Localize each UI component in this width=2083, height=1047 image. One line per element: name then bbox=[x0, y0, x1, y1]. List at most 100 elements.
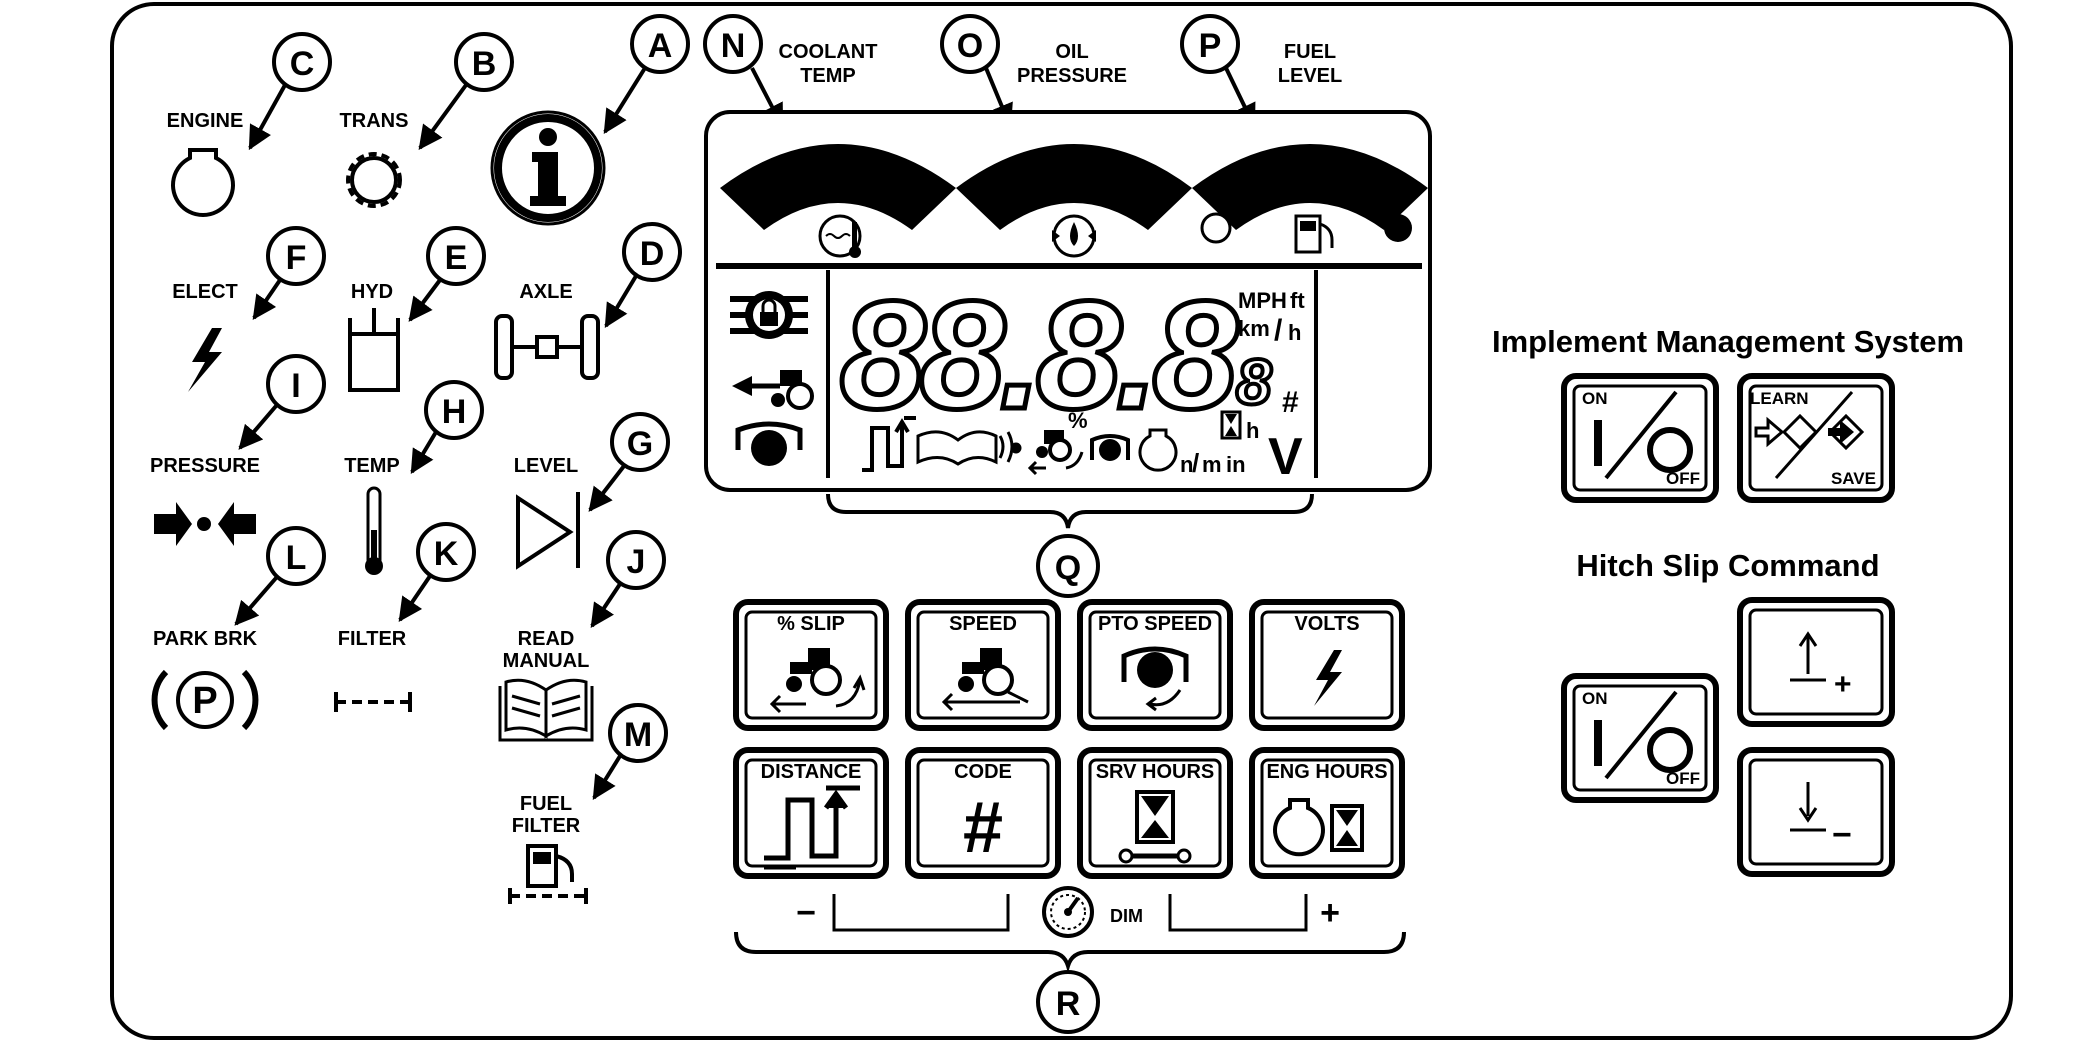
tractor-speed-icon bbox=[941, 648, 1029, 712]
callout-k: K bbox=[434, 535, 459, 573]
hyd-indicator: E HYD bbox=[348, 226, 486, 392]
tractor-reverse-icon bbox=[732, 370, 814, 410]
radar-lcd-icon bbox=[998, 431, 1022, 463]
engine-label: ENGINE bbox=[167, 110, 244, 132]
distance-button[interactable]: DISTANCE bbox=[733, 747, 889, 879]
park-brk-label: PARK BRK bbox=[153, 628, 258, 650]
slip-button[interactable]: % SLIP bbox=[733, 599, 889, 731]
on-bar-icon bbox=[1594, 720, 1602, 766]
unit-slash: / bbox=[1274, 314, 1283, 347]
engine-icon bbox=[171, 148, 235, 218]
code-label: CODE bbox=[954, 761, 1012, 783]
distance-label: DISTANCE bbox=[761, 761, 862, 783]
hitch-lower-button[interactable]: − bbox=[1737, 747, 1895, 877]
learn-label: LEARN bbox=[1750, 389, 1809, 408]
callout-h: H bbox=[442, 393, 467, 431]
gauge-callout-o: O OIL PRESSURE bbox=[940, 14, 1127, 129]
hitch-raise-button[interactable]: + bbox=[1737, 597, 1895, 727]
info-indicator: A bbox=[490, 14, 690, 226]
percent-symbol: % bbox=[1068, 408, 1088, 433]
dim-minus: − bbox=[796, 894, 816, 932]
lightning-icon bbox=[188, 328, 222, 392]
engine-indicator: C ENGINE bbox=[167, 32, 332, 218]
callout-r: R bbox=[1056, 985, 1081, 1023]
callout-l: L bbox=[286, 539, 307, 577]
manual-label: MANUAL bbox=[503, 650, 590, 672]
coolant-label-2: TEMP bbox=[800, 65, 856, 87]
callout-a: A bbox=[648, 27, 673, 65]
pto-speed-button[interactable]: PTO SPEED bbox=[1077, 599, 1233, 731]
lightning-icon bbox=[1314, 650, 1342, 706]
ims-title: Implement Management System bbox=[1492, 324, 1964, 359]
volts-button[interactable]: VOLTS bbox=[1249, 599, 1405, 731]
hyd-label: HYD bbox=[351, 281, 393, 303]
hitch-on-off-button[interactable]: ON OFF bbox=[1561, 673, 1719, 803]
svg-text:P: P bbox=[192, 680, 217, 722]
speed-button[interactable]: SPEED bbox=[905, 599, 1061, 731]
unit-km: km bbox=[1238, 316, 1270, 341]
srv-hours-button[interactable]: SRV HOURS bbox=[1077, 747, 1233, 879]
oil-pressure-gauge bbox=[956, 144, 1192, 258]
dim-control[interactable]: − DIM + bbox=[796, 886, 1340, 938]
park-brake-icon: P bbox=[151, 669, 259, 731]
park-brake-indicator: L PARK BRK P bbox=[151, 526, 326, 731]
speed-label: SPEED bbox=[949, 613, 1017, 635]
filter-indicator: K FILTER bbox=[334, 522, 476, 712]
eng-hours-button[interactable]: ENG HOURS bbox=[1249, 747, 1405, 879]
elect-indicator: F ELECT bbox=[172, 226, 326, 392]
lcd-digits: 88.8.8 bbox=[840, 269, 1239, 441]
callout-f: F bbox=[286, 239, 307, 277]
read-manual-indicator: J READ MANUAL bbox=[498, 530, 666, 742]
hitch-title: Hitch Slip Command bbox=[1576, 548, 1879, 583]
save-label: SAVE bbox=[1831, 469, 1876, 488]
fuel-label: FUEL bbox=[520, 793, 572, 815]
callout-g: G bbox=[627, 425, 653, 463]
callout-i: I bbox=[291, 367, 300, 405]
axle-label: AXLE bbox=[519, 281, 572, 303]
manual-lcd-icon bbox=[916, 430, 998, 466]
trans-label: TRANS bbox=[340, 110, 409, 132]
slip-label: % SLIP bbox=[777, 613, 845, 635]
off-circle-icon bbox=[1647, 727, 1693, 773]
n-label: n bbox=[1180, 452, 1193, 477]
on-bar-icon bbox=[1594, 420, 1602, 466]
svg-text:O: O bbox=[957, 27, 983, 65]
ims-learn-save-button[interactable]: LEARN SAVE bbox=[1737, 373, 1895, 503]
fuel-filter-indicator: M FUEL FILTER bbox=[508, 703, 668, 904]
dim-label: DIM bbox=[1110, 906, 1143, 926]
unit-h: h bbox=[1288, 320, 1301, 345]
elect-label: ELECT bbox=[172, 281, 238, 303]
coolant-label-1: COOLANT bbox=[779, 41, 878, 63]
lower-minus: − bbox=[1832, 816, 1852, 854]
hourglass-lcd-icon bbox=[1220, 410, 1242, 440]
level-icon bbox=[516, 492, 580, 570]
fuel-level-label-1: FUEL bbox=[1284, 41, 1336, 63]
pto-icon bbox=[1121, 646, 1189, 712]
arrow-down-icon bbox=[1790, 782, 1826, 832]
oil-label-2: PRESSURE bbox=[1017, 65, 1127, 87]
engine-lcd-icon bbox=[1138, 428, 1178, 472]
code-button[interactable]: CODE # bbox=[905, 747, 1061, 879]
pto-gear-icon bbox=[735, 421, 803, 466]
dashboard-dial-icon bbox=[1042, 886, 1094, 938]
off-circle-icon bbox=[1647, 427, 1693, 473]
volts-symbol: V bbox=[1268, 428, 1303, 486]
ims-on-off-button[interactable]: ON OFF bbox=[1561, 373, 1719, 503]
lock-gear-icon bbox=[730, 291, 808, 339]
eng-hours-label: ENG HOURS bbox=[1266, 761, 1387, 783]
distance-lcd-icon bbox=[862, 416, 916, 472]
filter-label: FILTER bbox=[338, 628, 407, 650]
info-icon bbox=[490, 110, 606, 226]
ims-on-label: ON bbox=[1582, 389, 1608, 408]
filter-icon bbox=[334, 692, 412, 712]
hitch-on-label: ON bbox=[1582, 689, 1608, 708]
temp-label: TEMP bbox=[344, 455, 400, 477]
pressure-icon bbox=[154, 502, 256, 546]
hm-h-label: h bbox=[1246, 418, 1259, 443]
hydraulic-tank-icon bbox=[348, 308, 400, 392]
pto-speed-label: PTO SPEED bbox=[1098, 613, 1212, 635]
srv-hours-label: SRV HOURS bbox=[1096, 761, 1215, 783]
callout-b: B bbox=[472, 45, 497, 83]
hourglass-wrench-icon bbox=[1118, 790, 1192, 864]
callout-r-brace: R bbox=[734, 931, 1406, 1034]
